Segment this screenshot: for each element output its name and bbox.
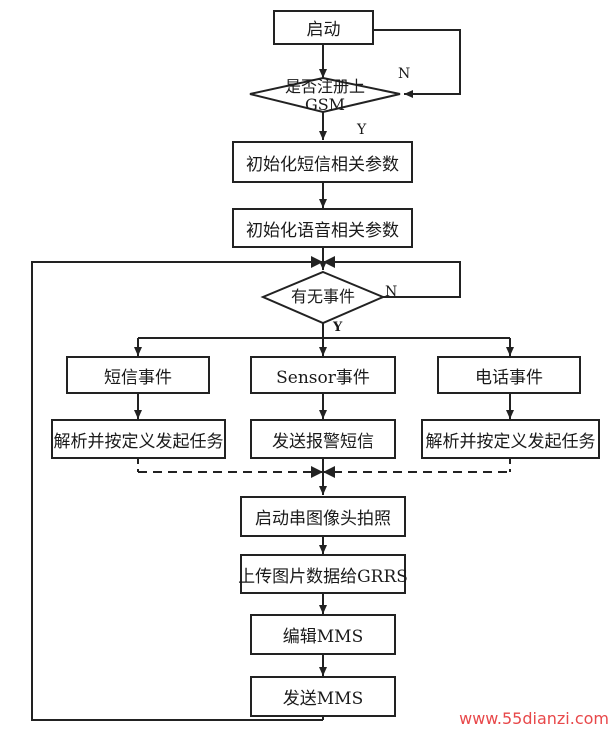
loop-arrow-right: [323, 256, 335, 268]
merge-arrow-right: [323, 466, 335, 478]
node-start-camera: 启动串图像头拍照: [240, 496, 406, 537]
node-send-mms: 发送MMS: [250, 676, 396, 717]
node-parse-left: 解析并按定义发起任务: [51, 419, 226, 459]
gsm-yes-label: Y: [357, 122, 367, 138]
node-edit-mms: 编辑MMS: [250, 614, 396, 655]
node-send-alarm: 发送报警短信: [250, 419, 396, 459]
node-init-voice: 初始化语音相关参数: [232, 208, 413, 248]
node-upload: 上传图片数据给GRRS: [238, 554, 408, 594]
edge-gsm-no-loop: [373, 29, 461, 95]
decision-event-label: 有无事件: [290, 287, 355, 306]
merge-arrow-left: [311, 466, 323, 478]
decision-gsm-shape: [249, 76, 401, 114]
decision-event-shape: [260, 270, 386, 325]
node-phone-event: 电话事件: [437, 356, 581, 394]
edge-event-no-loop: [323, 261, 461, 298]
edge-mms-loop-back: [31, 261, 323, 721]
event-yes-label: Y: [333, 320, 343, 335]
node-init-sms: 初始化短信相关参数: [232, 141, 413, 183]
loop-arrow-left: [311, 256, 323, 268]
watermark: www.55dianzi.com: [459, 709, 609, 728]
event-no-label: N: [385, 284, 398, 300]
node-sms-event: 短信事件: [66, 356, 210, 394]
node-start: 启动: [273, 10, 374, 45]
node-parse-right: 解析并按定义发起任务: [421, 419, 600, 459]
node-sensor-event: Sensor事件: [250, 356, 396, 394]
gsm-no-label: N: [398, 66, 411, 82]
decision-gsm-label: 是否注册上 GSM: [284, 77, 365, 114]
